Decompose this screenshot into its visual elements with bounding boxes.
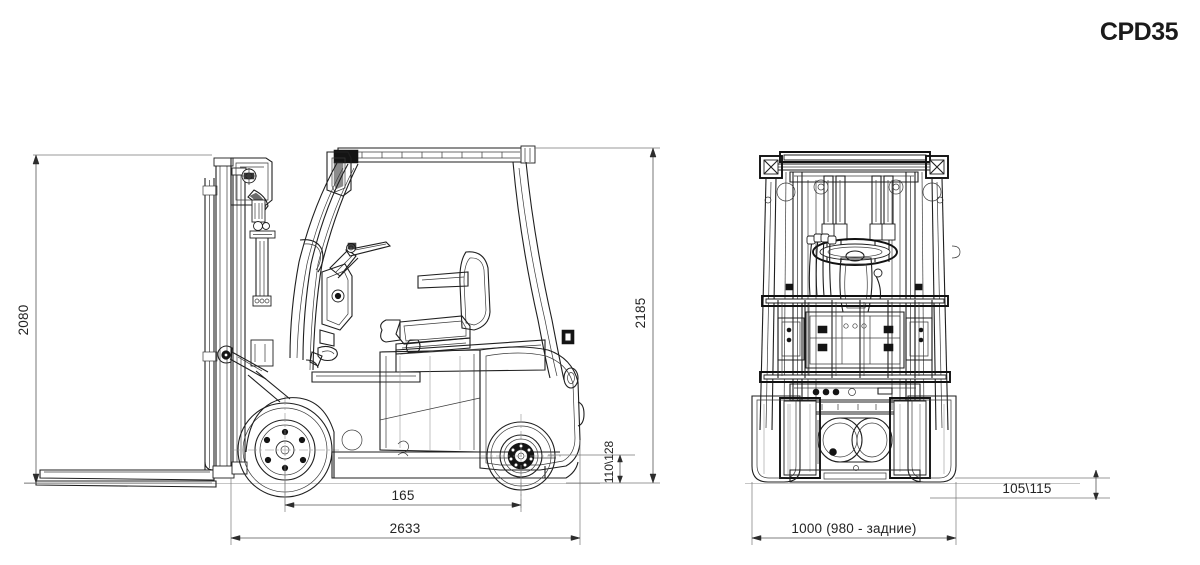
side-elevation-view: [24, 145, 600, 508]
fork-assembly: [35, 178, 218, 488]
tilt-cylinder-eye: [217, 345, 233, 364]
front-view-dimensions: 105\115 1000 (980 - задние): [751, 469, 1110, 545]
dim-ground-clearance: 110\128: [548, 440, 635, 484]
operator-compartment: [299, 239, 546, 383]
side-view-dimensions: 2080 2185 110\128: [16, 147, 660, 545]
control-levers: [806, 233, 837, 297]
dim-overall-length: 2633: [230, 440, 581, 545]
guard-corner-left: [759, 155, 783, 179]
dim-track-width: 1000 (980 - задние): [751, 482, 957, 545]
guard-corner-right: [925, 155, 949, 179]
operator-seat: [380, 251, 491, 355]
dim-fork-thickness: 105\115: [930, 469, 1110, 501]
front-steering-wheel: [812, 238, 898, 266]
dim-label-wheelbase: 165: [391, 488, 414, 503]
dim-label-fork-thickness: 105\115: [1002, 481, 1051, 496]
lift-cylinders: [821, 175, 896, 262]
mast-assembly: [212, 157, 291, 479]
steering-wheel: [345, 241, 392, 257]
front-overhead-guard: [759, 151, 949, 431]
front-lower-frame: [789, 383, 921, 413]
model-title: CPD35: [1099, 18, 1179, 46]
dim-label-mast-height: 2080: [16, 305, 31, 336]
dim-label-ground-clearance: 110\128: [602, 440, 616, 483]
chassis-body: [331, 329, 585, 479]
dim-wheelbase: 165: [284, 470, 522, 512]
dim-mast-height: 2080: [16, 154, 212, 484]
front-view-wheels: [751, 395, 957, 483]
front-body-block: [777, 311, 933, 369]
front-elevation-view: [745, 151, 1080, 484]
dim-label-overall-length: 2633: [390, 521, 421, 536]
overhead-guard: [289, 145, 565, 381]
dim-label-track-width: 1000 (980 - задние): [791, 521, 916, 536]
dim-label-overall-height: 2185: [633, 298, 648, 329]
dim-overall-height: 2185: [534, 147, 660, 484]
front-axle-assembly: [811, 413, 901, 471]
rear-wheel: [479, 414, 563, 508]
